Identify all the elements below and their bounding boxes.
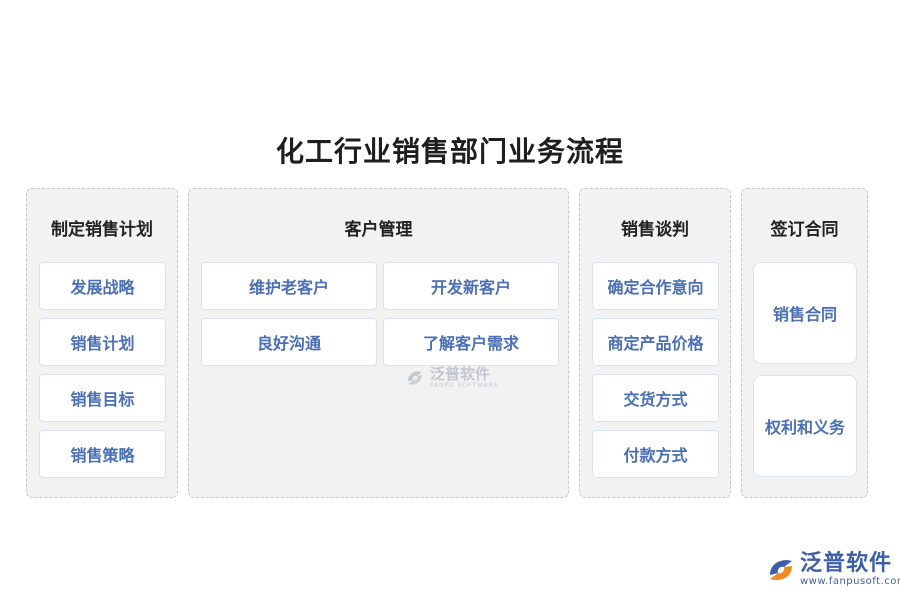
panel-title: 客户管理: [344, 220, 413, 240]
step-box: 销售合同: [753, 262, 857, 364]
step-box: 付款方式: [592, 430, 719, 478]
step-box: 商定产品价格: [592, 318, 719, 366]
step-box: 销售策略: [39, 430, 166, 478]
fanpu-logo-icon: [770, 559, 792, 580]
brand-url: www.fanpusoft.com: [800, 576, 900, 587]
brand-logo: 泛普软件 www.fanpusoft.com: [766, 552, 900, 587]
panel-customer-management: 客户管理 维护老客户 开发新客户 良好沟通 了解客户需求: [188, 188, 569, 498]
step-box: 开发新客户: [383, 262, 559, 310]
panel-title: 制定销售计划: [51, 220, 153, 240]
step-box: 维护老客户: [201, 262, 377, 310]
step-box: 发展战略: [39, 262, 166, 310]
panel-title: 签订合同: [770, 220, 839, 240]
step-box: 了解客户需求: [383, 318, 559, 366]
panel-sign-contract: 签订合同 销售合同 权利和义务: [741, 188, 868, 498]
panel-title: 销售谈判: [621, 220, 689, 240]
step-box: 销售计划: [39, 318, 166, 366]
step-box: 良好沟通: [201, 318, 377, 366]
watermark-name: 泛普软件: [430, 365, 491, 383]
watermark-sub: FANPU SOFTWARE: [430, 382, 499, 389]
step-box: 确定合作意向: [592, 262, 719, 310]
brand-name: 泛普软件: [800, 551, 893, 576]
step-box: 权利和义务: [753, 375, 857, 477]
watermark: 泛普软件 FANPU SOFTWARE: [404, 366, 499, 389]
step-box: 交货方式: [592, 374, 719, 422]
step-box: 销售目标: [39, 374, 166, 422]
panel-sales-negotiation: 销售谈判 确定合作意向 商定产品价格 交货方式 付款方式: [579, 188, 731, 498]
fanpu-logo-icon: [408, 370, 422, 385]
diagram-title: 化工行业销售部门业务流程: [275, 135, 624, 168]
panel-sales-plan: 制定销售计划 发展战略 销售计划 销售目标 销售策略: [26, 188, 178, 498]
